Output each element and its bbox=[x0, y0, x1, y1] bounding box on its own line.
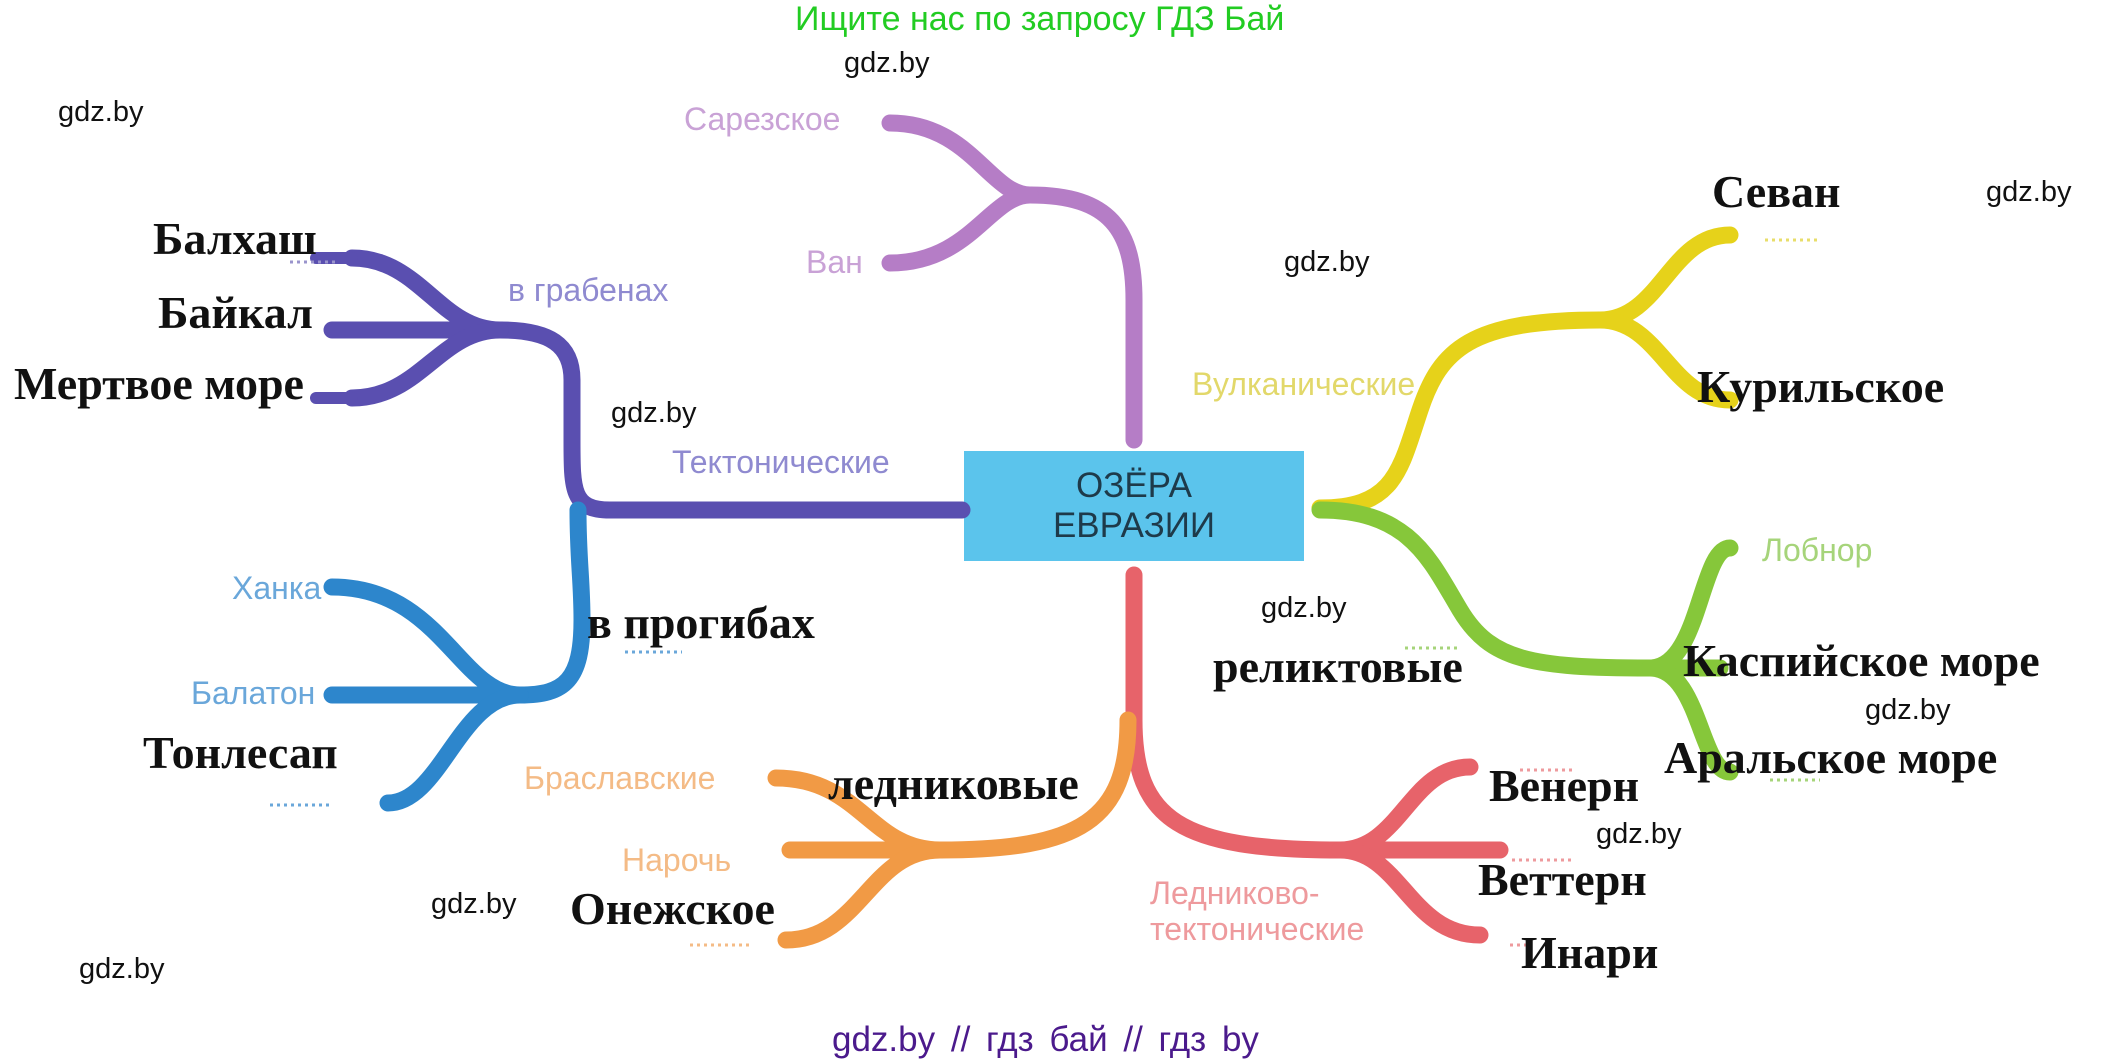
answer-caspian: Каспийское море bbox=[1683, 635, 2040, 686]
answer-vanern: Венерн bbox=[1489, 760, 1640, 811]
answer-sevan: Севан bbox=[1712, 166, 1841, 217]
branch-glacial bbox=[767, 711, 1137, 949]
watermark: gdz.by bbox=[1261, 592, 1347, 624]
answer-inari: Инари bbox=[1521, 927, 1659, 978]
label-khanka: Ханка bbox=[232, 570, 322, 606]
center-node-label: ОЗЁРА ЕВРАЗИИ bbox=[1052, 466, 1216, 545]
watermark: gdz.by bbox=[1865, 694, 1951, 726]
answer-aral: Аральское море bbox=[1664, 732, 1998, 783]
watermark: gdz.by bbox=[1284, 246, 1370, 278]
answer-glacial: ледниковые bbox=[828, 758, 1079, 809]
answer-dead-sea: Мертвое море bbox=[14, 358, 304, 409]
watermark: gdz.by bbox=[1596, 818, 1682, 850]
branch-relict bbox=[1311, 501, 1739, 781]
watermark: gdz.by bbox=[1986, 176, 2072, 208]
label-van: Ван bbox=[806, 244, 863, 280]
watermark: gdz.by bbox=[844, 47, 930, 79]
footer-text: gdz.by // гдз бай // гдз by bbox=[832, 1020, 1259, 1059]
branch-volcanic bbox=[1311, 226, 1739, 517]
answer-onezhskoe: Онежское bbox=[570, 883, 775, 934]
label-tectonic: Тектонические bbox=[672, 444, 890, 480]
label-glacial-tectonic: Ледниково- тектонические bbox=[1150, 875, 1365, 947]
watermark: gdz.by bbox=[431, 888, 517, 920]
watermark: gdz.by bbox=[79, 953, 165, 985]
answer-vattern: Веттерн bbox=[1478, 854, 1647, 905]
center-box bbox=[964, 451, 1304, 561]
label-balaton: Балатон bbox=[191, 675, 316, 711]
watermark: gdz.by bbox=[611, 397, 697, 429]
answer-relict: реликтовые bbox=[1213, 641, 1463, 692]
watermark: gdz.by bbox=[58, 96, 144, 128]
label-volcanic: Вулканические bbox=[1192, 366, 1416, 402]
header-text: Ищите нас по запросу ГДЗ Бай bbox=[795, 0, 1285, 38]
center-node: ОЗЁРА ЕВРАЗИИ bbox=[964, 451, 1304, 561]
answer-baikal: Байкал bbox=[158, 287, 313, 338]
branch-top bbox=[881, 114, 1143, 449]
answer-tonlesap: Тонлесап bbox=[143, 727, 338, 778]
answer-kurilskoe: Курильское bbox=[1697, 361, 1945, 412]
branch-troughs bbox=[323, 501, 591, 812]
label-lobnor: Лобнор bbox=[1762, 532, 1873, 568]
branch-tectonic bbox=[310, 249, 971, 519]
answer-in-troughs: в прогибах bbox=[587, 597, 815, 648]
label-naroch: Нарочь bbox=[622, 842, 732, 878]
label-sarezskoe: Сарезское bbox=[684, 101, 841, 137]
answer-balkhash: Балхаш bbox=[153, 213, 317, 264]
label-in-grabens: в грабенах bbox=[508, 272, 669, 308]
label-braslavskie: Браславские bbox=[524, 760, 716, 796]
